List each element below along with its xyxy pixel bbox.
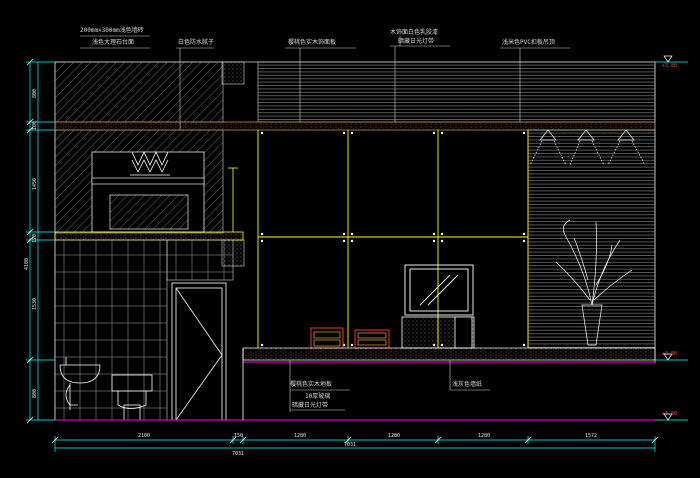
left-wall-hatch	[54, 61, 224, 123]
door	[171, 282, 227, 421]
annotation-base: 浅灰色墙纸	[452, 381, 483, 388]
tv-icon	[404, 264, 474, 316]
annotation-mirror: 浅色大理石台面	[92, 39, 135, 46]
annotation-cabinet: 樱桃色实木饰面板	[288, 39, 337, 46]
hdim-4: 1280	[388, 433, 401, 439]
column-block	[221, 61, 245, 85]
annotation-wall-finish: 白色防水腻子	[178, 39, 215, 46]
ceiling-panel	[257, 61, 656, 123]
level-step: ±0.00	[662, 351, 678, 357]
vanity-counter	[54, 231, 244, 241]
hdim-5: 1280	[478, 433, 491, 439]
vdim-5: 4100	[24, 257, 30, 270]
towel-rack	[91, 177, 205, 185]
annotation-tile-spec: 200mm×300mm浅色墙砖	[80, 27, 144, 34]
hdim-2: 150	[234, 433, 244, 439]
dimension-ticks	[26, 58, 659, 444]
annotation-floor-board: 樱桃色实木地板	[290, 381, 333, 388]
vdim-3: 1450	[32, 177, 38, 190]
level-marker-icons	[663, 55, 673, 421]
right-striped-wall	[527, 129, 656, 349]
tile-wall-right	[166, 239, 234, 281]
vdim-6: 1530	[32, 297, 38, 310]
basin-icon	[59, 357, 101, 410]
annotation-wallpaper: 浅米色PVC扣板吊顶	[502, 39, 555, 46]
ceiling-light-icons	[529, 129, 646, 166]
vdim-4: 120	[32, 233, 38, 243]
panel-grid	[257, 130, 529, 348]
overall-dim-1: 7031	[344, 442, 357, 448]
leader-lines	[80, 35, 570, 412]
plant-icon	[555, 219, 633, 346]
annotation-carpet: 10厚玻璃	[305, 393, 331, 400]
beam-band	[54, 121, 656, 131]
level-floor: ±0.00	[662, 411, 678, 417]
hdim-1: 2100	[138, 433, 151, 439]
overall-dim-2: 7031	[232, 451, 245, 457]
annotation-lamp: 暗藏日光灯带	[292, 402, 329, 409]
floor-band	[242, 347, 656, 361]
vdim-7: 800	[32, 388, 38, 398]
hdim-3: 1280	[294, 433, 307, 439]
hdim-6: 1572	[585, 433, 598, 439]
vdim-2: 100	[32, 120, 38, 130]
mirror-inner	[109, 194, 189, 230]
level-top: +3.80	[662, 63, 678, 69]
decor-box-2	[354, 329, 390, 349]
tile-wall	[54, 239, 168, 421]
tv-cabinet-door	[454, 316, 473, 349]
toilet-icon	[111, 374, 153, 421]
annotation-ceiling-panel: 木饰面白色乳胶漆	[390, 29, 439, 36]
towel-icon	[130, 151, 170, 176]
decor-box-1	[310, 327, 344, 349]
vdim-1: 800	[32, 88, 38, 98]
annotation-light: 暗藏日光灯带	[398, 38, 435, 45]
panel-bolts	[260, 131, 526, 347]
